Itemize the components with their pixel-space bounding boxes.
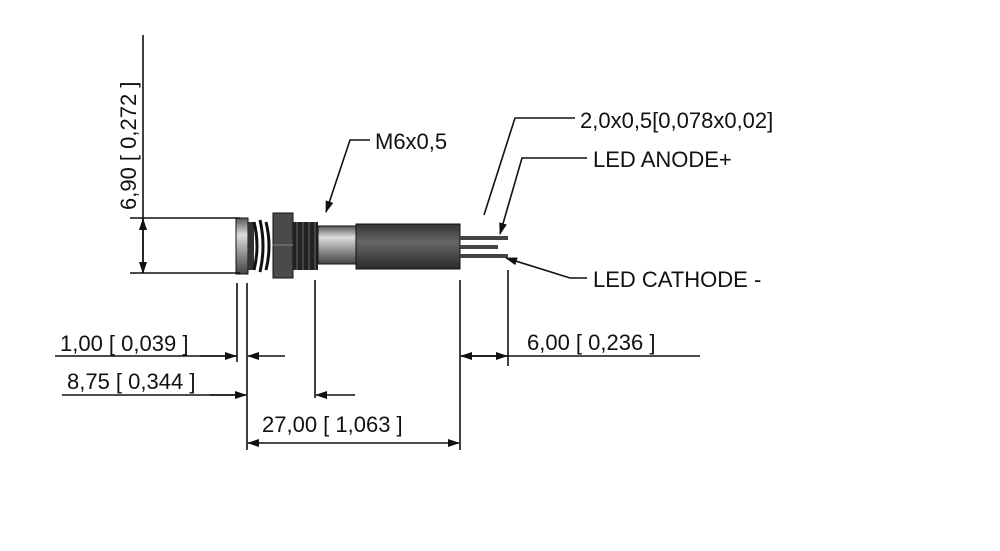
cathode-label: LED CATHODE - — [593, 267, 761, 292]
thread-offset-label: 8,75 [ 0,344 ] — [67, 369, 195, 394]
front-lens — [235, 217, 249, 275]
height-dimension: 6,90 [ 0,272 ] — [116, 35, 240, 274]
body-length-dimension: 27,00 [ 1,063 ] — [247, 412, 460, 447]
pin-size-label: 2,0x0,5[0,078x0,02] — [580, 108, 773, 133]
cathode-callout: LED CATHODE - — [505, 257, 761, 292]
thread-callout: M6x0,5 — [325, 129, 447, 213]
metal-tube — [317, 225, 357, 265]
middle-pin — [460, 245, 498, 249]
led-part — [235, 212, 508, 279]
housing — [355, 223, 461, 270]
thread-label: M6x0,5 — [375, 129, 447, 154]
pin-length-dimension: 6,00 [ 0,236 ] — [460, 330, 700, 360]
body-length-label: 27,00 [ 1,063 ] — [262, 412, 403, 437]
cathode-pin — [460, 254, 508, 258]
pin-length-label: 6,00 [ 0,236 ] — [527, 330, 655, 355]
anode-label: LED ANODE+ — [593, 147, 732, 172]
spring-washer — [252, 219, 271, 273]
washer — [248, 222, 254, 270]
front-thickness-dimension: 1,00 [ 0,039 ] — [55, 331, 285, 360]
front-thickness-label: 1,00 [ 0,039 ] — [60, 331, 188, 356]
anode-callout: LED ANODE+ — [499, 147, 732, 235]
anode-pin — [460, 236, 508, 240]
extension-lines — [236, 270, 509, 450]
pin-size-callout: 2,0x0,5[0,078x0,02] — [483, 108, 773, 216]
thread-offset-dimension: 8,75 [ 0,344 ] — [62, 369, 355, 399]
height-label: 6,90 [ 0,272 ] — [116, 82, 141, 210]
